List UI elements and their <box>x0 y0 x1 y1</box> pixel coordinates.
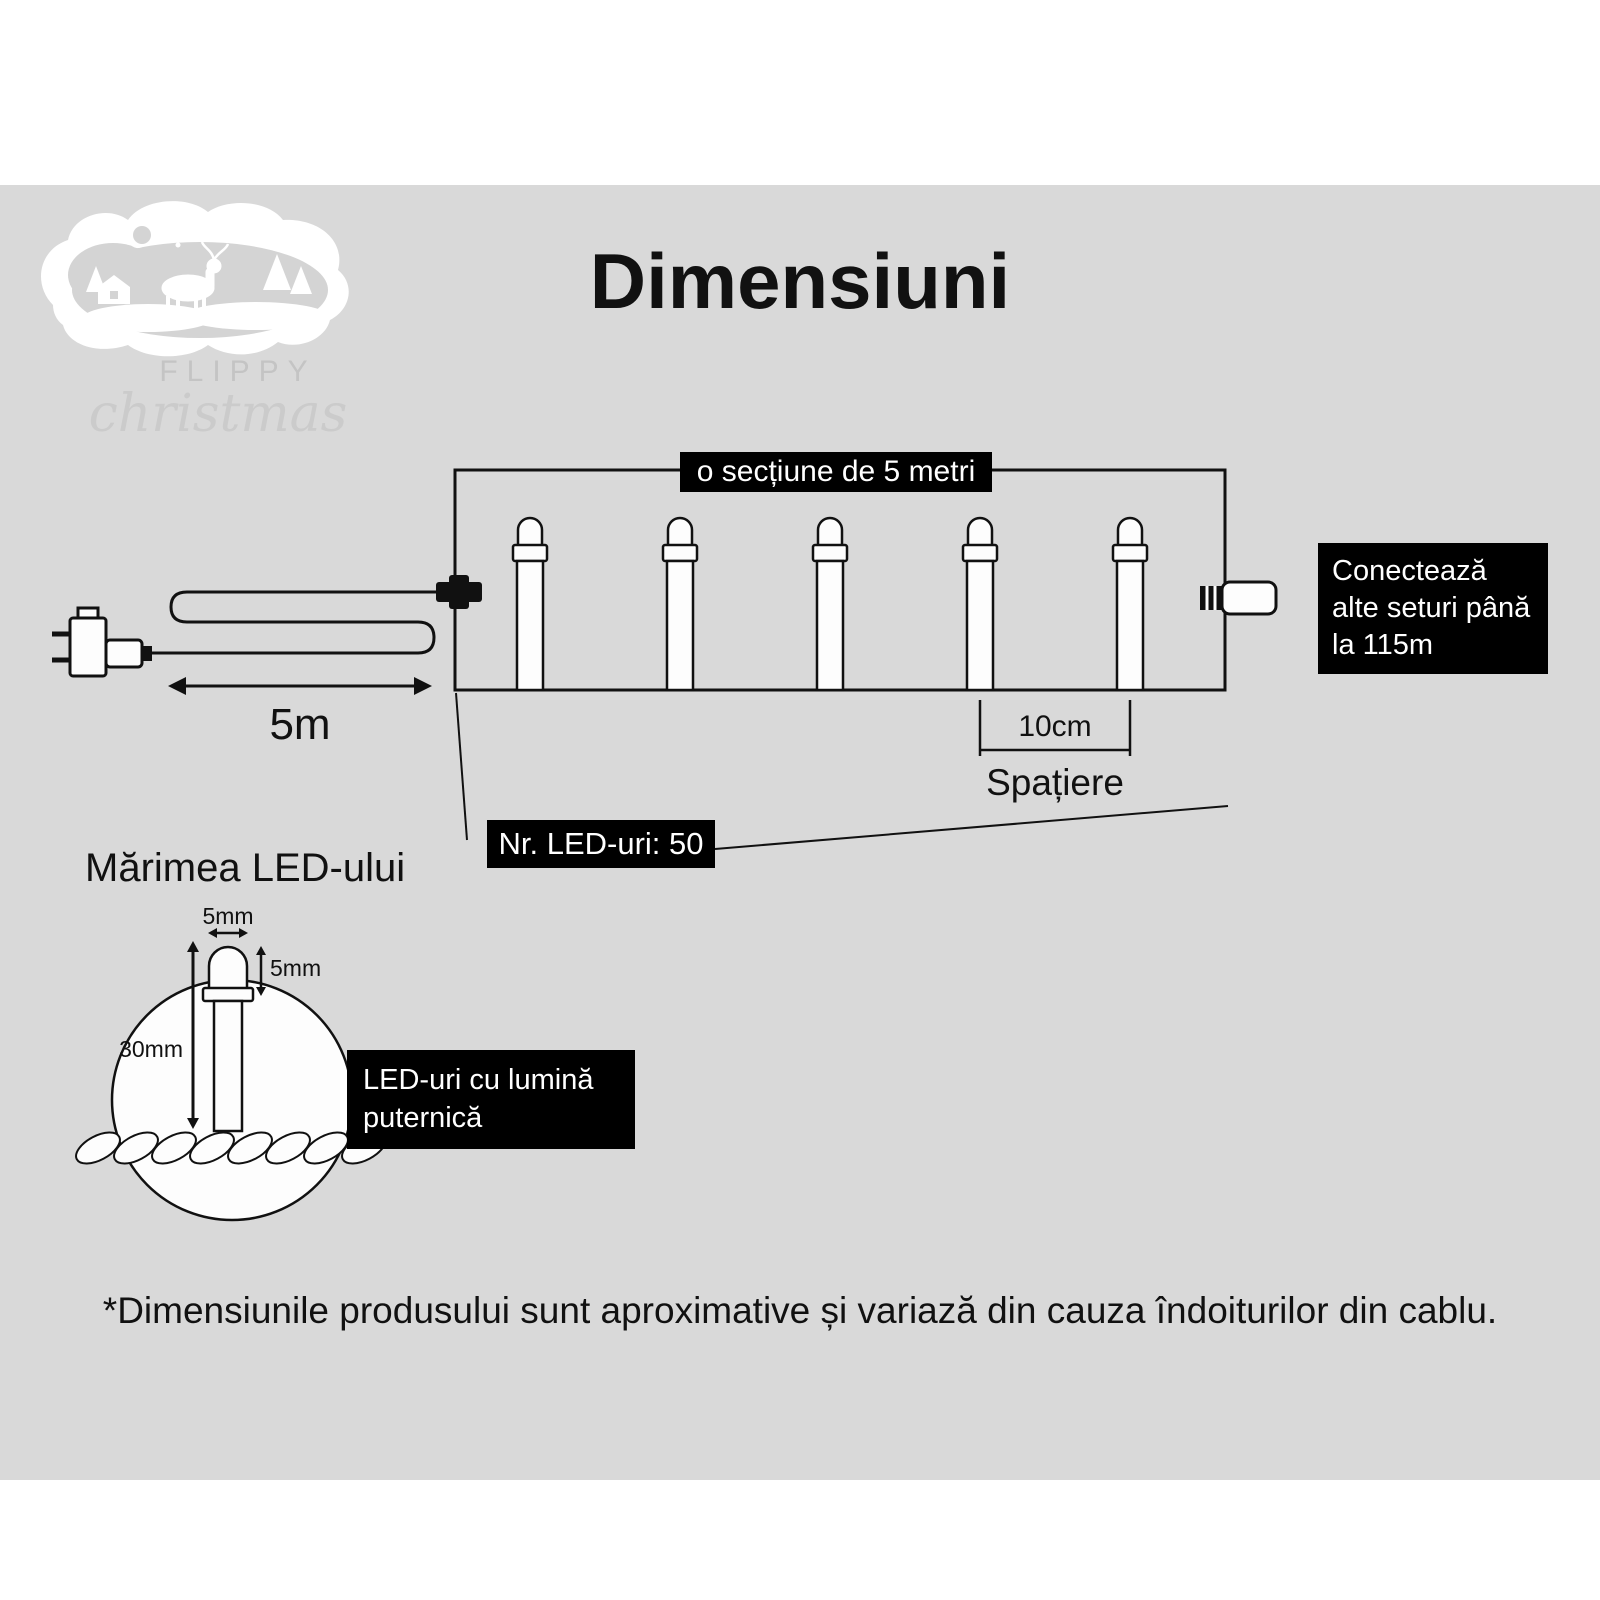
bright-led-note: LED-uri cu lumină puternică <box>347 1050 635 1150</box>
pointer-line-left <box>455 692 468 841</box>
bulb-width-label: 5mm <box>202 903 254 929</box>
led-bulb <box>511 516 549 692</box>
spacing-indicator <box>978 700 1132 756</box>
logo-brand-text: FLIPPY <box>159 355 317 388</box>
bulb-length-label: 30mm <box>119 1036 183 1062</box>
bulb-height-label: 5mm <box>270 955 322 981</box>
gray-panel <box>0 185 1600 1480</box>
page-title: Dimensiuni <box>589 237 1011 325</box>
led-magnifier <box>75 928 387 1222</box>
power-plug-icon <box>52 606 152 678</box>
logo-script-text: christmas <box>88 384 348 444</box>
led-bulb <box>1111 516 1149 692</box>
spacing-value-label: 10cm <box>1018 710 1092 743</box>
lead-length-label: 5m <box>269 700 331 749</box>
led-bulb <box>811 516 849 692</box>
twisted-wire <box>75 1131 387 1165</box>
end-connector-icon <box>1200 580 1278 616</box>
footnote: *Dimensiunile produsului sunt aproximati… <box>102 1290 1498 1331</box>
coiled-lead-wire <box>152 590 447 655</box>
lead-length-arrow <box>168 677 432 695</box>
led-bulb <box>961 516 999 692</box>
logo-illustration <box>41 201 349 357</box>
connect-more-sets-note: Conectează alte seturi până la 115m <box>1318 543 1548 675</box>
led-size-heading: Mărimea LED-ului <box>85 846 406 890</box>
led-bulb <box>661 516 699 692</box>
bulb-length-arrow <box>187 941 199 1129</box>
brand-logo: FLIPPY christmas <box>28 190 368 460</box>
pointer-line-right <box>714 805 1229 850</box>
inline-connector-icon <box>436 575 482 609</box>
spacing-label: Spațiere <box>986 762 1124 803</box>
section-length-label: o secțiune de 5 metri <box>680 452 992 492</box>
led-count-label: Nr. LED-uri: 50 <box>487 820 715 868</box>
bulb-height-arrow <box>256 946 266 996</box>
bulb-width-arrow <box>208 928 248 938</box>
led-detail-bulb <box>201 945 255 1133</box>
